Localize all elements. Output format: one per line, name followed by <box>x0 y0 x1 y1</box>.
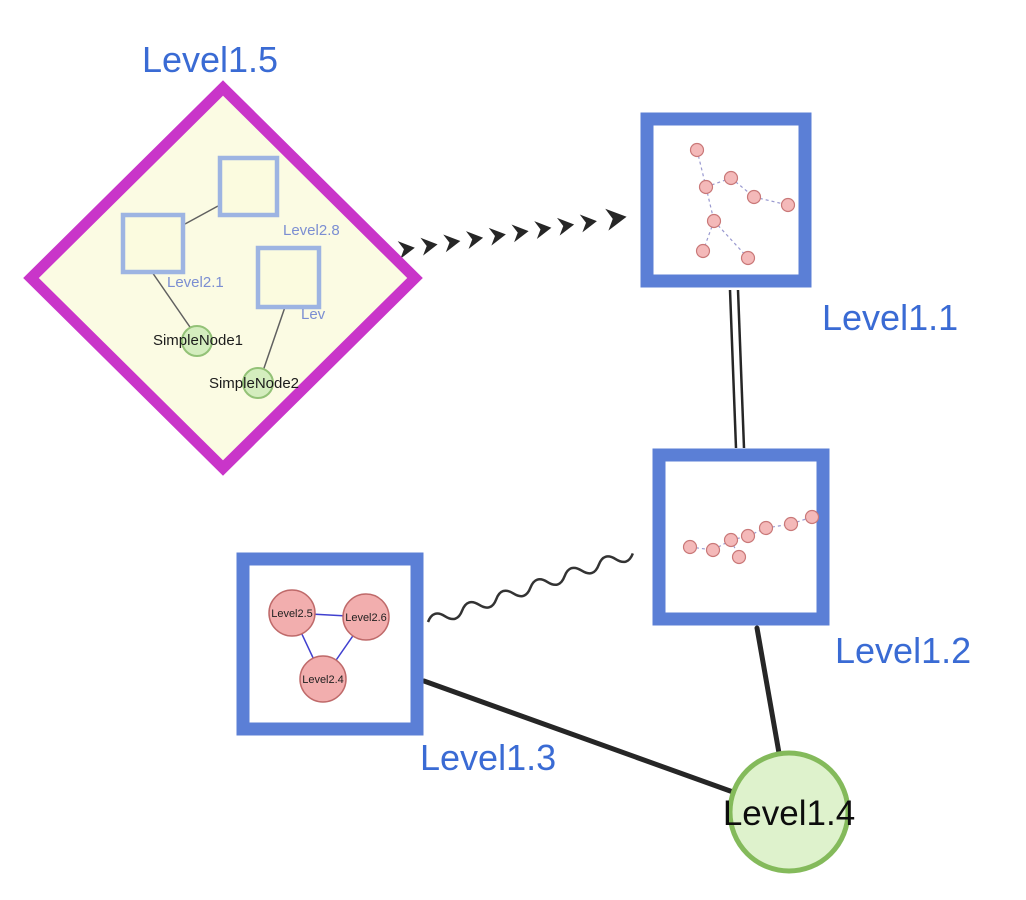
node-level2-5[interactable] <box>268 589 316 637</box>
node-lev-label: Lev <box>301 306 326 323</box>
node-level1-1[interactable] <box>640 112 812 288</box>
edge-lev-simplenode2[interactable] <box>262 306 286 372</box>
node-level1-3[interactable]: Level2.5 Level2.6 Level2.4 <box>236 552 424 736</box>
dash-chevron <box>534 221 552 239</box>
dash-chevron <box>557 217 575 236</box>
minigraph-node[interactable] <box>706 213 722 229</box>
minigraph-node[interactable] <box>723 170 739 186</box>
node-level2-5-label: Level2.5 <box>271 608 313 620</box>
dash-chevron <box>465 231 484 249</box>
minigraph-node[interactable] <box>740 528 756 544</box>
node-level1-2-label: Level1.2 <box>835 630 971 671</box>
minigraph-node[interactable] <box>758 520 774 536</box>
minigraph-node[interactable] <box>746 189 762 205</box>
minigraph-edge <box>765 523 792 529</box>
diamond-shape[interactable] <box>23 80 423 476</box>
edge-level15-level11[interactable] <box>397 206 628 261</box>
dash-chevron <box>488 227 506 246</box>
edge-level11-level12[interactable] <box>728 289 746 449</box>
minigraph-edge <box>705 177 732 188</box>
node-simplenode1[interactable] <box>181 325 213 357</box>
minigraph-node[interactable] <box>689 142 705 158</box>
minigraph-level1-2 <box>682 509 820 565</box>
minigraph-node[interactable] <box>723 532 739 548</box>
minigraph-level1-1 <box>689 142 796 266</box>
edge-level12-level14[interactable] <box>754 625 782 756</box>
node-level2-8-label: Level2.8 <box>283 222 340 239</box>
minigraph-node[interactable] <box>682 539 698 555</box>
node-simplenode1-label: SimpleNode1 <box>153 332 243 349</box>
node-level2-4-label: Level2.4 <box>302 674 344 686</box>
node-level2-1[interactable] <box>120 212 186 275</box>
minigraph-edge <box>713 220 749 259</box>
minigraph-node[interactable] <box>780 197 796 213</box>
edge-level13-level14[interactable] <box>421 678 736 795</box>
node-level2-6-label: Level2.6 <box>345 612 387 624</box>
dash-chevron <box>397 241 415 259</box>
node-level1-4-label: Level1.4 <box>723 794 855 833</box>
node-simplenode2[interactable] <box>242 367 274 399</box>
minigraph-node[interactable] <box>804 509 820 525</box>
node-level1-5[interactable]: Level2.8 Level2.1 Lev SimpleNode1 Simple… <box>23 80 423 476</box>
node-level1-4[interactable]: Level1.4 <box>723 750 855 874</box>
node-level2-6[interactable] <box>342 593 390 641</box>
node-level1-5-label: Level1.5 <box>142 39 278 80</box>
arrowhead <box>605 208 627 231</box>
group-frame[interactable] <box>640 112 812 288</box>
node-level1-2[interactable] <box>652 448 830 626</box>
edge-level28-level21[interactable] <box>184 205 219 225</box>
circle-shape[interactable] <box>727 750 851 874</box>
minigraph-node[interactable] <box>731 549 747 565</box>
minigraph-node[interactable] <box>705 542 721 558</box>
dash-chevron <box>420 237 438 256</box>
dash-chevron <box>443 234 461 253</box>
minigraph-node[interactable] <box>698 179 714 195</box>
dash-chevron <box>579 214 597 233</box>
minigraph-node[interactable] <box>695 243 711 259</box>
edge-level13-level12[interactable] <box>426 548 635 627</box>
node-level2-x[interactable] <box>255 245 322 310</box>
node-level1-1-label: Level1.1 <box>822 297 958 338</box>
node-simplenode2-label: SimpleNode2 <box>209 375 299 392</box>
group-frame[interactable] <box>236 552 424 736</box>
node-level2-1-label: Level2.1 <box>167 274 224 291</box>
node-level2-4[interactable] <box>299 655 347 703</box>
dash-chevron <box>511 224 529 243</box>
minigraph-node[interactable] <box>783 516 799 532</box>
node-level2-8[interactable] <box>217 155 280 218</box>
minigraph-node[interactable] <box>740 250 756 266</box>
minigraph-level1-3: Level2.5 Level2.6 Level2.4 <box>268 589 390 703</box>
edge-level21-simplenode1[interactable] <box>151 271 193 331</box>
node-level1-3-label: Level1.3 <box>420 737 556 778</box>
